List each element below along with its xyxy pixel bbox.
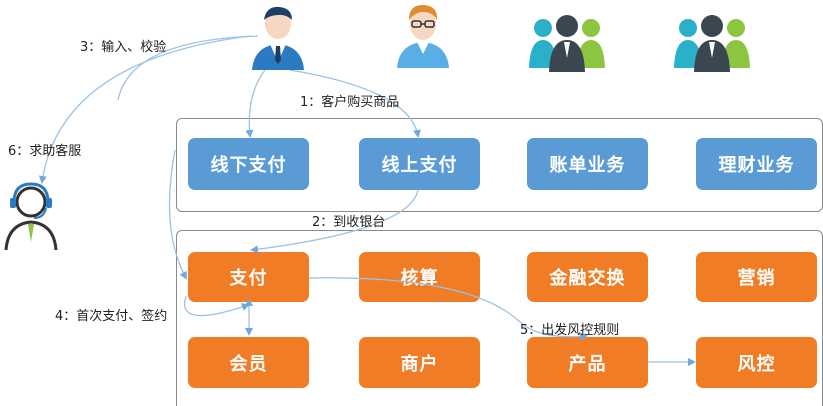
online-payment-box: 线上支付 xyxy=(359,138,480,190)
step-2-label: 2：到收银台 xyxy=(312,215,386,230)
businessman-icon xyxy=(252,6,304,70)
user-glasses-icon xyxy=(397,4,449,68)
bill-business-box: 账单业务 xyxy=(527,138,648,190)
group-icon xyxy=(674,15,750,72)
step-6-label: 6：求助客服 xyxy=(8,144,82,159)
offline-payment-box: 线下支付 xyxy=(188,138,309,190)
step-3-label: 3：输入、校验 xyxy=(80,40,167,55)
financial-exchange-box: 金融交换 xyxy=(527,252,648,302)
step-5-label: 5：出发风控规则 xyxy=(520,323,620,338)
merchant-box: 商户 xyxy=(359,337,480,388)
group-icon xyxy=(529,15,605,72)
product-box: 产品 xyxy=(527,337,648,388)
step-4-label: 4：首次支付、签约 xyxy=(55,309,168,324)
wealth-business-box: 理财业务 xyxy=(696,138,817,190)
member-box: 会员 xyxy=(188,337,309,388)
step-1-label: 1：客户购买商品 xyxy=(300,95,400,110)
marketing-box: 营销 xyxy=(696,252,817,302)
customer-service-icon xyxy=(4,182,58,250)
accounting-box: 核算 xyxy=(359,252,480,302)
risk-control-box: 风控 xyxy=(696,337,817,388)
payment-box: 支付 xyxy=(188,252,309,302)
